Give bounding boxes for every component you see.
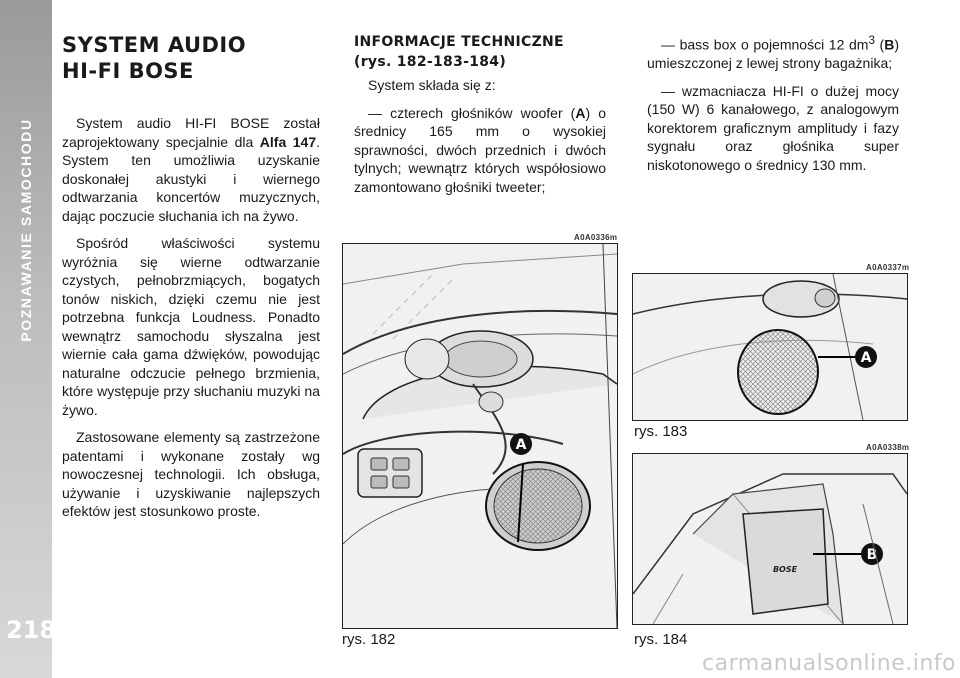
p1-text: System audio HI-FI BOSE został zaprojekt… [62, 115, 320, 150]
rear-panel-illustration: A [633, 274, 907, 420]
item1-text-end: ) o średnicy 165 mm o wysokiej sprawnośc… [354, 104, 606, 195]
heading-line-2: (rys. 182-183-184) [354, 54, 507, 70]
fig182-caption: rys. 182 [342, 631, 396, 648]
tech-info-heading: INFORMACJE TECHNICZNE (rys. 182-183-184) [354, 32, 606, 72]
fig182-code: A0A0336m [574, 233, 618, 242]
list-item-bass-box: — bass box o pojemności 12 dm3 (B) umies… [647, 32, 899, 73]
title-line-2: HI-FI BOSE [62, 59, 194, 83]
title-line-1: SYSTEM AUDIO [62, 33, 247, 57]
figure-182-door-speaker: A [342, 243, 618, 629]
watermark: carmanualsonline.info [702, 651, 956, 676]
fig182-callout-label: A [516, 437, 527, 453]
trunk-illustration: BOSE B [633, 454, 907, 624]
fig183-caption: rys. 183 [634, 423, 688, 440]
figure-183-rear-speaker: A [632, 273, 908, 421]
paragraph-1: System audio HI-FI BOSE został zaprojekt… [62, 114, 320, 225]
section-title: SYSTEM AUDIO HI-FI BOSE [62, 32, 320, 84]
paragraph-3: Zastosowane elementy są zastrzeżone pate… [62, 429, 320, 519]
column-1: SYSTEM AUDIO HI-FI BOSE System audio HI-… [62, 32, 320, 530]
fig184-callout-label: B [867, 547, 878, 563]
column-2: INFORMACJE TECHNICZNE (rys. 182-183-184)… [354, 32, 606, 205]
list-item-woofers: — czterech głośników woofer (A) o średni… [354, 104, 606, 197]
paragraph-2: Spośród właściwości systemu wyróżnia się… [62, 235, 320, 418]
section-tab-label: POZNAWANIE SAMOCHODU [18, 118, 34, 342]
fig184-code: A0A0338m [866, 443, 910, 452]
p1-text-end: . System ten umożliwia uzyskanie doskona… [62, 133, 320, 224]
fig183-code: A0A0337m [866, 263, 910, 272]
item1-ref-label: A [575, 104, 586, 121]
page-number: 218 [6, 616, 57, 644]
figure-184-bass-box: BOSE B [632, 453, 908, 625]
intro-text: System składa się z: [368, 77, 496, 93]
p1-model-name: Alfa 147 [259, 133, 317, 150]
column-3: — bass box o pojemności 12 dm3 (B) umies… [647, 32, 899, 183]
sidebar: POZNAWANIE SAMOCHODU 218 [0, 0, 56, 678]
item2-superscript: 3 [868, 34, 875, 47]
bose-logo: BOSE [773, 565, 798, 574]
heading-line-1: INFORMACJE TECHNICZNE [354, 34, 564, 50]
door-illustration: A [343, 244, 617, 628]
item2-ref-label: B [884, 36, 895, 53]
item2-paren: ( [874, 36, 885, 53]
fig184-caption: rys. 184 [634, 631, 688, 648]
item2-text-end: ) umieszczonej z lewej strony bagażnika; [647, 36, 899, 72]
list-item-amplifier: — wzmacniacza HI-FI o dużej mocy (150 W)… [647, 82, 899, 173]
item1-text: — czterech głośników woofer ( [368, 104, 576, 121]
item2-text: — bass box o pojemności 12 dm [661, 36, 869, 53]
fig183-callout-label: A [861, 350, 872, 366]
